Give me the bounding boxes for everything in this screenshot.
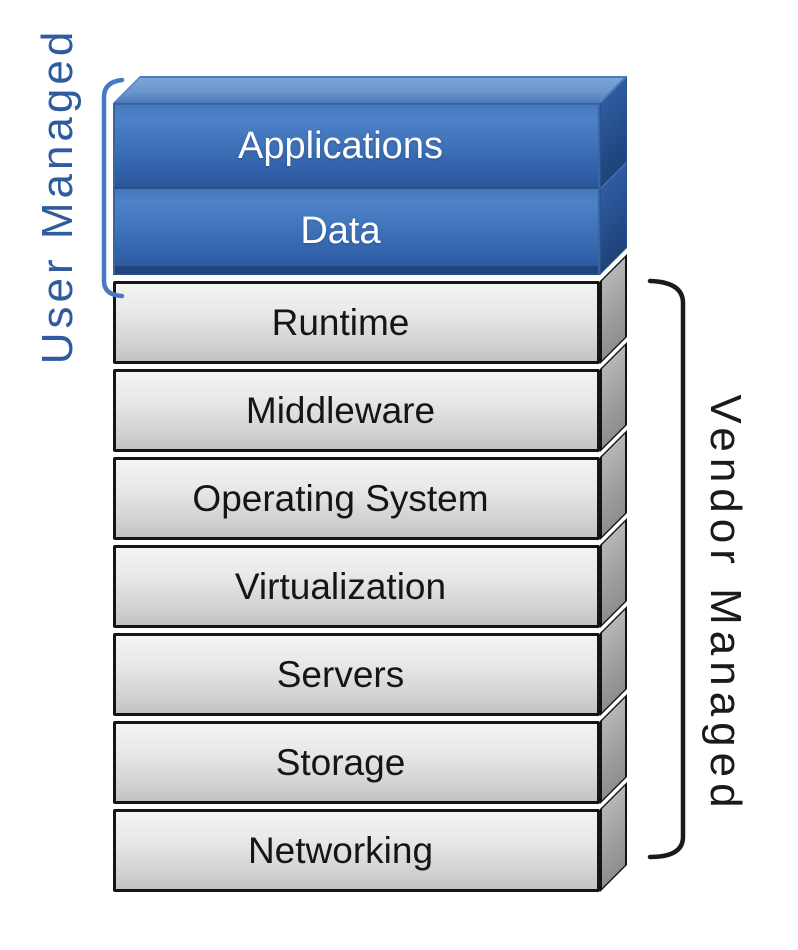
layer-label-storage: Storage — [275, 742, 406, 783]
layer-data: Data — [113, 162, 627, 275]
layer-label-middleware: Middleware — [245, 390, 436, 431]
layer-label-virtualization: Virtualization — [234, 566, 447, 607]
layer-applications: Applications — [113, 76, 627, 189]
layer-front-virtualization: Virtualization — [113, 545, 600, 628]
layer-front-networking: Networking — [113, 809, 600, 892]
user-managed-label: User Managed — [33, 27, 82, 365]
layer-front-data: Data — [113, 189, 600, 275]
layer-label-servers: Servers — [276, 654, 405, 695]
stack-top-face — [113, 76, 627, 103]
layer-virtualization: Virtualization — [113, 518, 627, 628]
layer-front-storage: Storage — [113, 721, 600, 804]
layer-front-middleware: Middleware — [113, 369, 600, 452]
layer-servers: Servers — [113, 606, 627, 716]
layer-middleware: Middleware — [113, 342, 627, 452]
layer-label-operating-system: Operating System — [192, 478, 489, 519]
layer-label-data: Data — [300, 210, 381, 252]
layer-operating-system: Operating System — [113, 430, 627, 540]
layer-label-networking: Networking — [247, 830, 434, 871]
layer-front-runtime: Runtime — [113, 281, 600, 364]
vendor-managed-bracket — [647, 278, 686, 860]
vendor-managed-label: Vendor Managed — [701, 394, 750, 814]
layer-front-applications: Applications — [113, 103, 600, 189]
layer-front-servers: Servers — [113, 633, 600, 716]
layer-front-operating-system: Operating System — [113, 457, 600, 540]
layer-runtime: Runtime — [113, 254, 627, 364]
layer-label-applications: Applications — [238, 125, 443, 167]
layer-networking: Networking — [113, 782, 627, 892]
layer-label-runtime: Runtime — [271, 302, 410, 343]
layer-storage: Storage — [113, 694, 627, 804]
